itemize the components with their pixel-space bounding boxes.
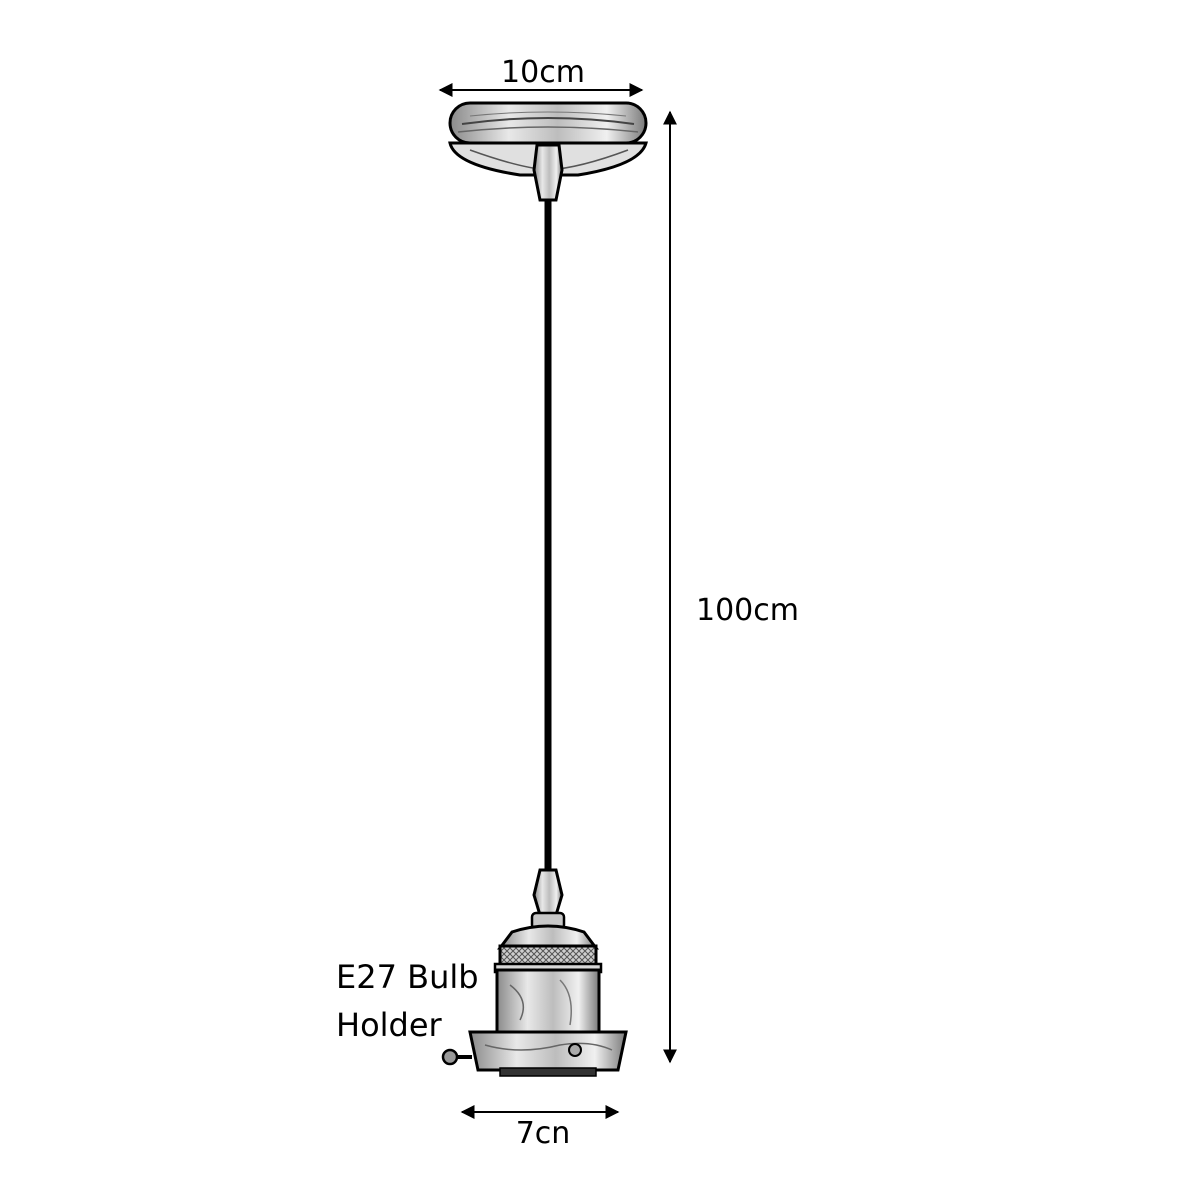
holder-cord-grip: [530, 868, 566, 931]
cord-length-label: 100cm: [696, 593, 799, 628]
holder-label: E27 Bulb Holder: [336, 958, 479, 1044]
holder-label-line2: Holder: [336, 1006, 443, 1044]
holder-width-dimension: 7cn: [460, 1105, 620, 1151]
cord-length-dimension: 100cm: [663, 110, 799, 1064]
canopy-width-dimension: 10cm: [438, 55, 644, 97]
canopy-cord-grip: [532, 143, 564, 202]
e27-bulb-holder: [468, 924, 628, 1077]
canopy-width-label: 10cm: [501, 55, 585, 90]
holder-width-label: 7cn: [516, 1116, 571, 1151]
holder-label-line1: E27 Bulb: [336, 958, 479, 996]
switch-knob-icon: [441, 1048, 472, 1066]
